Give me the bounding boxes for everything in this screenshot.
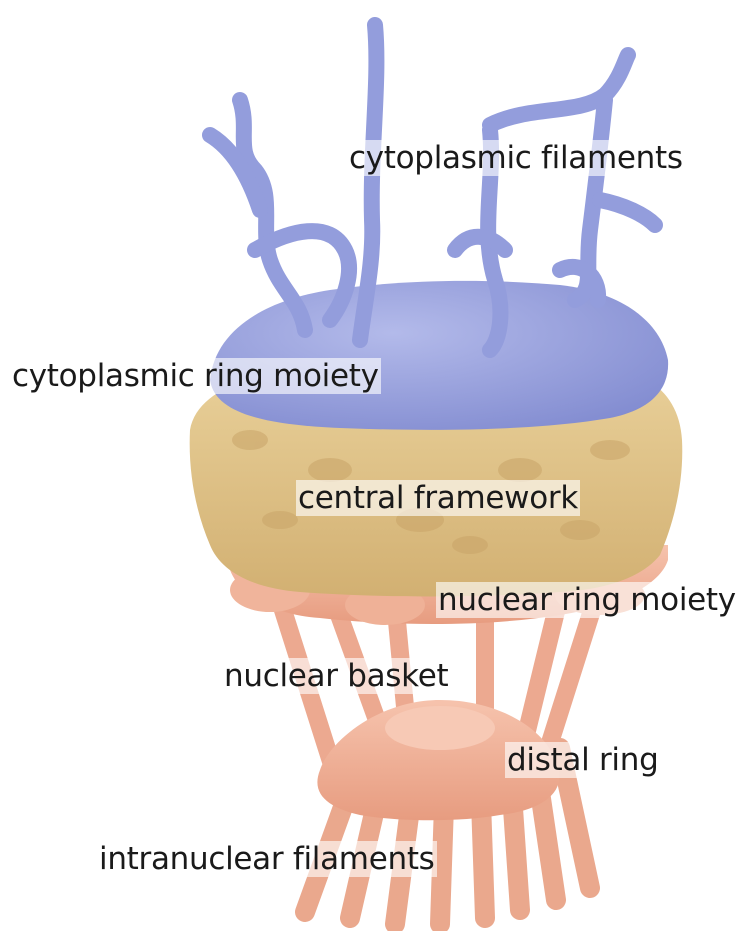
label-intranuclear-filaments: intranuclear filaments	[97, 840, 437, 878]
label-distal-ring: distal ring	[505, 741, 660, 779]
label-nuclear-basket: nuclear basket	[222, 657, 450, 695]
label-nuclear-ring-moiety: nuclear ring moiety	[436, 581, 738, 619]
label-cytoplasmic-filaments: cytoplasmic filaments	[347, 139, 685, 177]
label-central-framework: central framework	[296, 479, 580, 517]
label-cytoplasmic-ring-moiety: cytoplasmic ring moiety	[10, 357, 381, 395]
